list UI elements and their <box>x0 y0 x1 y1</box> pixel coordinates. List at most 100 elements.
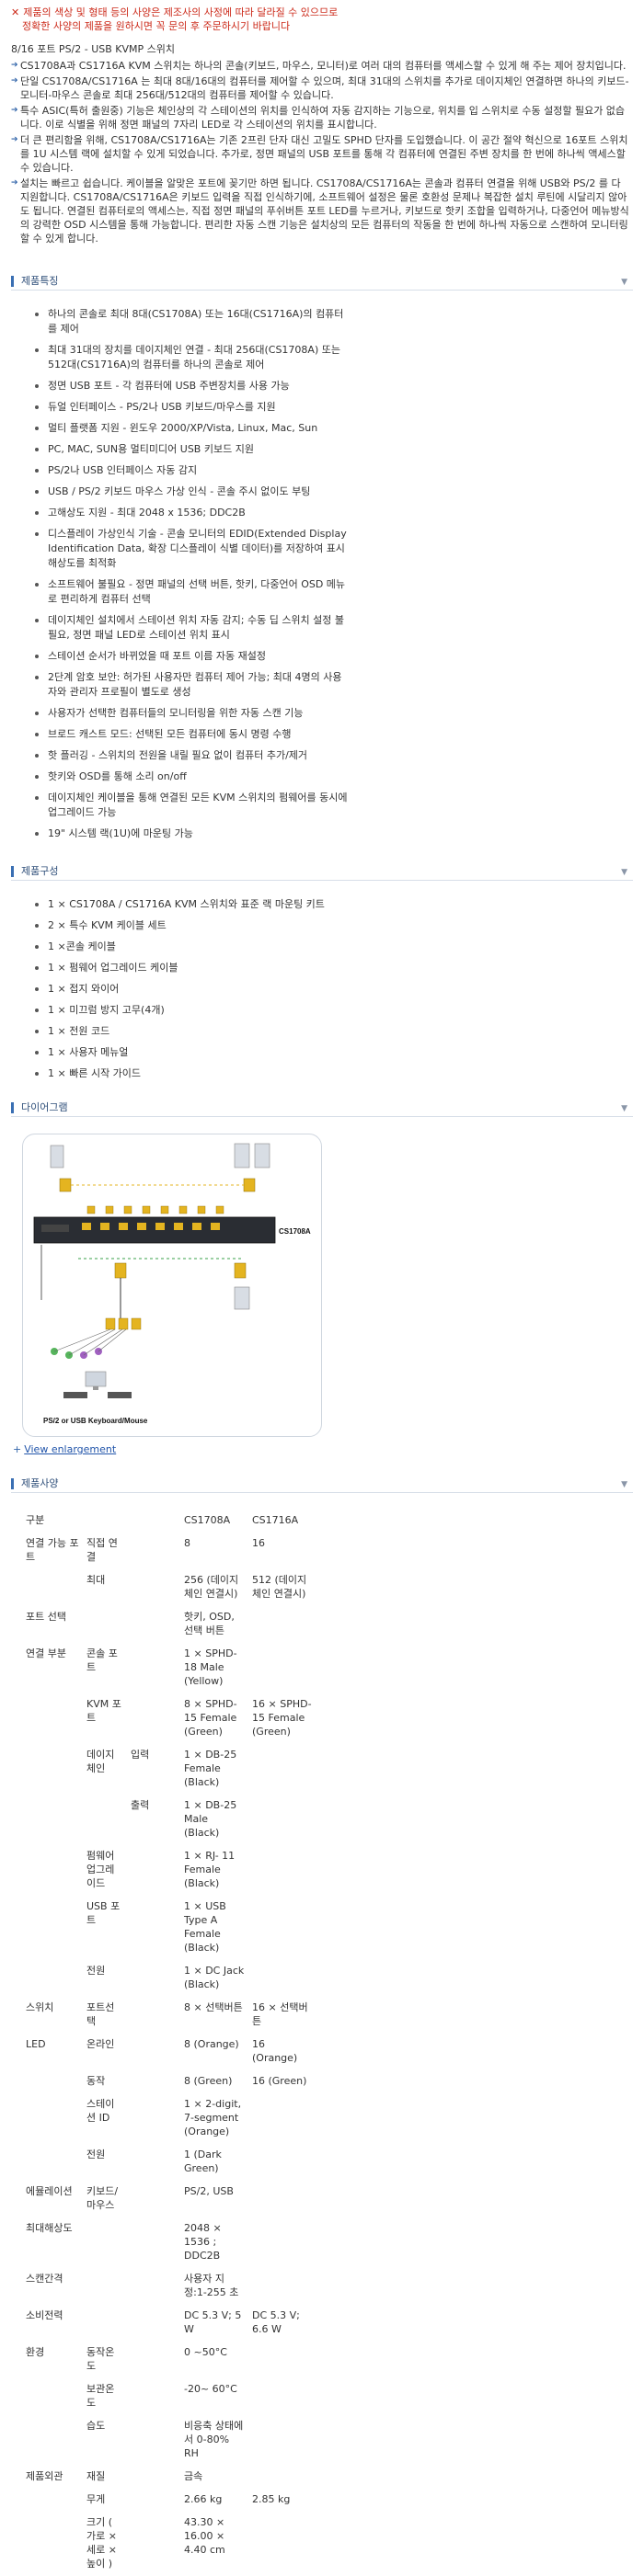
table-cell <box>127 2268 180 2305</box>
arrow-right-icon: ➔ <box>11 106 18 115</box>
chevron-down-icon[interactable]: ▼ <box>621 1480 627 1489</box>
list-item: 정면 USB 포트 - 각 컴퓨터에 USB 주변장치를 사용 가능 <box>35 379 348 393</box>
table-cell: 1 × DB-25 Male (Black) <box>184 1799 237 1839</box>
diagram-image[interactable]: CS1708A <box>22 1134 322 1437</box>
table-cell <box>127 2415 180 2466</box>
list-item: 2단계 암호 보안: 허가된 사용자만 컴퓨터 제어 가능; 최대 4명의 사용… <box>35 670 348 700</box>
section-header-features[interactable]: 제품특징 ▼ <box>11 273 633 291</box>
table-cell <box>127 1997 180 2034</box>
list-item: 19" 시스템 랙(1U)에 마운팅 가능 <box>35 826 348 841</box>
chevron-down-icon[interactable]: ▼ <box>621 1104 627 1113</box>
section-header-specs[interactable]: 제품사양 ▼ <box>11 1476 633 1493</box>
list-item: 소프트웨어 불필요 - 정면 패널의 선택 버튼, 핫키, 다중언어 OSD 메… <box>35 577 348 607</box>
section-title: 제품구성 <box>21 865 59 877</box>
list-item: 스테이션 순서가 바뀌었을 때 포트 이름 자동 재설정 <box>35 649 348 664</box>
table-cell <box>127 2093 180 2144</box>
view-enlargement-link[interactable]: View enlargement <box>24 1443 117 1455</box>
section-header-contents[interactable]: 제품구성 ▼ <box>11 863 633 881</box>
table-header-cell: CS1708A <box>184 1514 231 1526</box>
table-cell: 펌웨어 업그레이드 <box>86 1850 115 1889</box>
table-cell: 스캔간격 <box>26 2273 63 2285</box>
table-cell: 8 <box>184 1537 190 1549</box>
table-cell: 8 (Orange) <box>184 2038 239 2050</box>
list-item: 2 × 특수 KVM 케이블 세트 <box>35 918 366 933</box>
table-cell: 전원 <box>86 1965 106 1977</box>
table-cell: 16 (Orange) <box>252 2038 298 2064</box>
table-cell: 256 (데이지체인 연결시) <box>184 1574 239 1600</box>
table-cell: 1 × 2-digit, 7-segment (Orange) <box>184 2098 242 2137</box>
table-cell: 포트 선택 <box>26 1611 66 1623</box>
table-cell <box>127 1960 180 1997</box>
section-marker <box>11 866 14 877</box>
section-title: 다이어그램 <box>21 1101 68 1113</box>
chevron-down-icon[interactable]: ▼ <box>621 278 627 287</box>
notice-line-1: 제품의 색상 및 형태 등의 사양은 제조사의 사정에 따라 달라질 수 있으므… <box>23 6 339 18</box>
table-cell <box>22 1693 83 1744</box>
section-marker <box>11 276 14 287</box>
table-cell: KVM 포트 <box>86 1698 121 1724</box>
table-cell <box>127 2342 180 2378</box>
table-cell <box>22 2144 83 2181</box>
table-cell: 무게 <box>86 2493 106 2505</box>
table-cell: 스위치 <box>26 2001 54 2013</box>
table-cell <box>127 2144 180 2181</box>
table-cell <box>83 2305 127 2342</box>
table-cell: 최대해상도 <box>26 2222 73 2234</box>
table-cell: 재질 <box>86 2470 106 2482</box>
table-cell <box>248 1896 316 1960</box>
table-cell <box>127 2466 180 2489</box>
intro-item: ➔특수 ASIC(특허 출원중) 기능은 체인상의 각 스테이션의 위치를 인식… <box>11 105 626 131</box>
table-cell: 동작 <box>86 2075 106 2087</box>
table-cell <box>127 1643 180 1693</box>
table-cell: DC 5.3 V; 6.6 W <box>252 2309 300 2335</box>
table-cell <box>248 1744 316 1795</box>
table-cell: 2048 × 1536 ; DDC2B <box>184 2222 222 2262</box>
section-header-diagram[interactable]: 다이어그램 ▼ <box>11 1100 633 1117</box>
table-cell: 크기 ( 가로 × 세로 × 높이 ) <box>86 2516 117 2570</box>
table-cell: 입력 <box>131 1749 150 1761</box>
list-item: 브로드 캐스트 모드: 선택된 모든 컴퓨터에 동시 명령 수행 <box>35 727 348 742</box>
table-cell <box>22 1569 83 1606</box>
table-cell: 환경 <box>26 2346 45 2358</box>
list-item: 1 × 접지 와이어 <box>35 982 366 997</box>
table-cell <box>127 2512 180 2576</box>
table-cell <box>22 2489 83 2512</box>
table-cell: 16 × SPHD-15 Female (Green) <box>252 1698 312 1738</box>
table-cell <box>22 1960 83 1997</box>
table-cell <box>127 2181 180 2217</box>
table-cell: 8 (Green) <box>184 2075 233 2087</box>
arrow-right-icon: ➔ <box>11 135 18 144</box>
table-cell <box>127 2070 180 2093</box>
table-cell: 8 × SPHD-15 Female (Green) <box>184 1698 237 1738</box>
table-cell: 동작온도 <box>86 2346 115 2372</box>
list-item: 듀얼 인터페이스 - PS/2나 USB 키보드/마우스를 지원 <box>35 400 348 415</box>
list-item: PS/2나 USB 인터페이스 자동 감지 <box>35 463 348 478</box>
arrow-right-icon: ➔ <box>11 76 18 85</box>
table-cell <box>83 2217 127 2268</box>
table-cell <box>127 1693 180 1744</box>
table-cell: 1 × RJ- 11 Female (Black) <box>184 1850 236 1889</box>
intro-item: ➔더 큰 편리함을 위해, CS1708A/CS1716A는 기존 2프린 단자… <box>11 134 628 174</box>
table-cell <box>22 2512 83 2576</box>
table-cell <box>22 2093 83 2144</box>
computer-icon <box>50 1143 270 1168</box>
keyboard-icon <box>63 1392 132 1398</box>
table-cell: 소비전력 <box>26 2309 63 2321</box>
chevron-down-icon[interactable]: ▼ <box>621 868 627 877</box>
table-cell <box>248 2181 316 2217</box>
table-cell: 1 × SPHD-18 Male (Yellow) <box>184 1647 237 1687</box>
diagram-caption: PS/2 or USB Keyboard/Mouse <box>43 1417 148 1425</box>
list-item: 고해상도 지원 - 최대 2048 x 1536; DDC2B <box>35 506 348 520</box>
table-cell: 핫키, OSD, 선택 버튼 <box>184 1611 235 1636</box>
list-item: 1 × 전원 코드 <box>35 1024 366 1039</box>
table-cell: 16 <box>252 1537 265 1549</box>
section-marker <box>11 1478 14 1489</box>
table-header-row: 구분 CS1708A CS1716A <box>22 1510 316 1533</box>
